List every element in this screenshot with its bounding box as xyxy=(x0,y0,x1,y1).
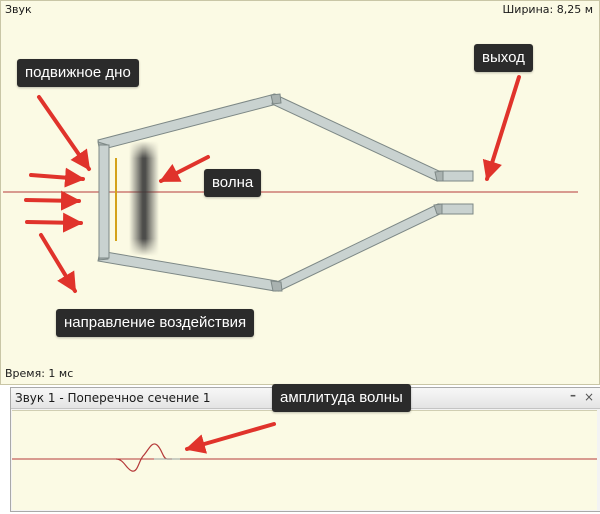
arrow-to-amplitude xyxy=(185,422,276,454)
arrow-to-bottom xyxy=(37,95,91,171)
arrow-to-wave xyxy=(159,155,210,183)
callout-wave: волна xyxy=(204,169,262,197)
width-readout: Ширина: 8,25 м xyxy=(502,3,593,16)
arrow-direction-2 xyxy=(24,190,81,211)
arrow-direction-1 xyxy=(29,167,85,188)
annotation-arrows xyxy=(24,75,521,293)
close-icon[interactable]: × xyxy=(583,390,595,404)
pipe-upper-wall xyxy=(97,93,474,182)
callout-moving-bottom: подвижное дно xyxy=(17,59,139,87)
wave-pulse xyxy=(129,141,159,256)
window-title: Звук xyxy=(5,3,32,16)
arrow-to-exit xyxy=(482,75,521,181)
amplitude-waveform xyxy=(115,443,172,472)
callout-amplitude: амплитуда волны xyxy=(272,384,411,412)
cross-section-plot xyxy=(12,410,597,510)
cross-section-title: Звук 1 - Поперечное сечение 1 xyxy=(15,391,211,405)
arrow-direction-3 xyxy=(25,212,83,233)
simulation-canvas[interactable]: Звук Ширина: 8,25 м Время: 1 мс подвижно… xyxy=(0,0,600,385)
callout-direction: направление воздействия xyxy=(56,309,255,337)
arrow-direction-4 xyxy=(39,233,77,293)
simulation-drawing xyxy=(3,75,578,293)
callout-exit: выход xyxy=(474,44,533,72)
minimize-icon[interactable]: – xyxy=(570,388,576,402)
time-readout: Время: 1 мс xyxy=(5,367,74,380)
amplitude-graph xyxy=(12,422,597,472)
moving-bottom xyxy=(98,144,110,259)
